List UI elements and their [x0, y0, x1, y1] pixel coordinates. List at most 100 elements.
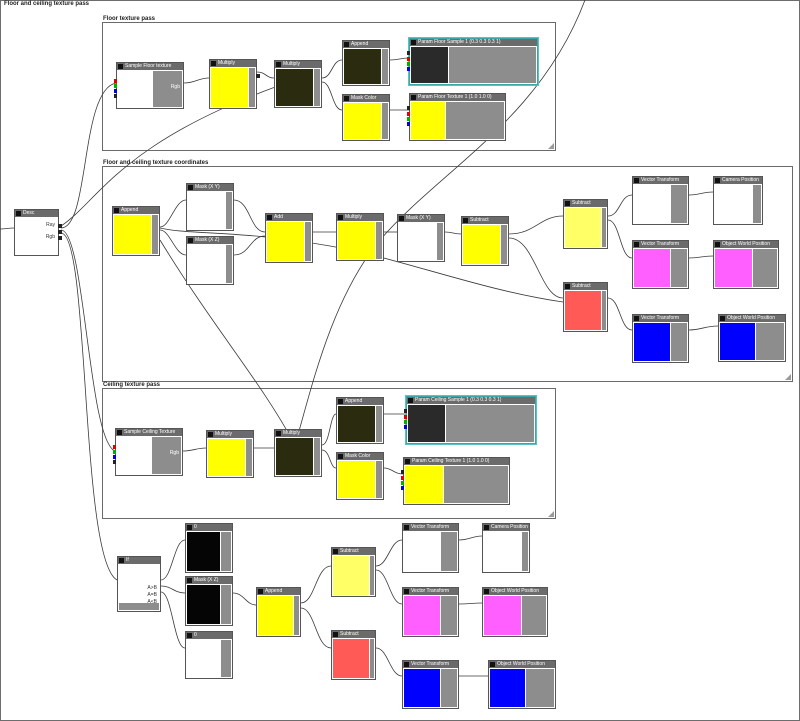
node-title: Mask Color — [351, 95, 377, 101]
node-title: Sample Ceiling Texture — [124, 429, 176, 435]
mask-xz-node[interactable]: Mask (X Z) — [186, 236, 234, 285]
pin-label: Rgb — [45, 234, 55, 240]
node-title: Add — [274, 214, 283, 220]
param-floor-texture-node[interactable]: Param Floor Texture 1 (1.0 1.0 0) — [407, 93, 506, 141]
node-title: Mask Color — [345, 453, 371, 459]
param-floor-sample-node[interactable]: Param Floor Sample 1 (0.3 0.3 0.3 1) — [407, 38, 538, 85]
node-title: Param Floor Sample 1 (0.3 0.3 0.3 1) — [418, 39, 501, 45]
canvas-title: Floor and ceiling texture pass — [4, 1, 90, 7]
node-title: Append — [265, 588, 283, 594]
vector-transform-node[interactable]: Vector Transform — [402, 523, 459, 573]
subtract-node[interactable]: Subtract — [563, 199, 608, 249]
resize-handle[interactable] — [548, 511, 554, 517]
desc-node[interactable]: Desc Ray Rgb — [14, 209, 62, 256]
node-title: Camera Position — [491, 524, 528, 530]
mask-color-node[interactable]: Mask Color — [342, 94, 390, 141]
param-ceiling-sample-node[interactable]: Param Ceiling Sample 1 (0.3 0.3 0.3 1) — [404, 396, 536, 444]
append-node[interactable]: Append — [336, 397, 384, 444]
vector-transform-node[interactable]: Vector Transform — [632, 176, 689, 225]
node-title: Append — [345, 398, 363, 404]
node-title: Mask (X Y) — [195, 184, 220, 190]
node-title: Param Floor Texture 1 (1.0 1.0 0) — [418, 94, 492, 100]
node-title: Multiply — [283, 61, 300, 67]
node-title: Sample Floor texture — [125, 63, 172, 69]
node-title: Vector Transform — [641, 315, 680, 321]
node-title: Subtract — [470, 217, 489, 223]
vector-transform-node[interactable]: Vector Transform — [402, 660, 459, 709]
pin-label: Rgb — [170, 84, 180, 90]
object-world-position-node[interactable]: Object World Position — [718, 314, 786, 362]
sample-floor-texture-node[interactable]: Sample Floor texture Rgb — [114, 62, 184, 109]
object-world-position-node[interactable]: Object World Position — [488, 660, 556, 709]
camera-position-node[interactable]: Camera Position — [713, 176, 763, 225]
node-title: Vector Transform — [411, 524, 450, 530]
node-title: Multiply — [345, 214, 362, 220]
node-title: Subtract — [572, 200, 591, 206]
subtract-node[interactable]: Subtract — [331, 547, 376, 597]
pin-label: A=B — [147, 592, 157, 598]
node-title: Object World Position — [497, 661, 545, 667]
node-title: Append — [121, 207, 139, 213]
node-title: 0 — [194, 632, 197, 638]
node-title: Mask (X Z) — [195, 237, 220, 243]
append-node[interactable]: Append — [256, 587, 301, 637]
node-title: Vector Transform — [411, 588, 450, 594]
object-world-position-node[interactable]: Object World Position — [482, 587, 548, 637]
group-title: Floor texture pass — [103, 16, 156, 22]
multiply-node[interactable]: Multiply — [274, 60, 322, 108]
node-title: Vector Transform — [411, 661, 450, 667]
group-title: Ceiling texture pass — [103, 382, 161, 388]
node-title: Desc — [23, 210, 35, 216]
mask-xy-node[interactable]: Mask (X Y) — [186, 183, 234, 231]
vector-transform-node[interactable]: Vector Transform — [632, 314, 689, 363]
constant-node[interactable]: 0 — [185, 523, 233, 573]
pin-label: Ray — [46, 222, 55, 228]
mask-color-node[interactable]: Mask Color — [336, 452, 384, 500]
mask-xz-node[interactable]: Mask (X Z) — [185, 576, 233, 626]
constant-node[interactable]: 0 — [185, 631, 233, 679]
vector-transform-node[interactable]: Vector Transform — [632, 240, 689, 289]
node-title: Mask (X Y) — [406, 215, 431, 221]
node-title: Vector Transform — [641, 241, 680, 247]
node-title: Subtract — [340, 631, 359, 637]
node-title: Subtract — [340, 548, 359, 554]
multiply-node[interactable]: Multiply — [336, 213, 384, 261]
node-title: Object World Position — [491, 588, 539, 594]
resize-handle[interactable] — [785, 374, 791, 380]
node-title: Camera Position — [722, 177, 759, 183]
append-node[interactable]: Append — [112, 206, 160, 256]
param-ceiling-texture-node[interactable]: Param Ceiling Texture 1 (1.0 1.0 0) — [401, 457, 510, 505]
multiply-node[interactable]: Multiply — [274, 429, 322, 477]
multiply-node[interactable]: Multiply — [206, 430, 254, 478]
node-title: 0 — [194, 524, 197, 530]
resize-handle[interactable] — [548, 143, 554, 149]
add-node[interactable]: Add — [265, 213, 313, 263]
if-node[interactable]: If A>B A=B A<B — [117, 556, 161, 612]
object-world-position-node[interactable]: Object World Position — [713, 240, 779, 289]
group-title: Floor and ceiling texture coordinates — [103, 160, 209, 166]
node-title: Param Ceiling Sample 1 (0.3 0.3 0.3 1) — [415, 397, 502, 403]
node-title: Append — [351, 41, 369, 47]
node-title: Multiply — [218, 60, 235, 66]
node-title: Param Ceiling Texture 1 (1.0 1.0 0) — [412, 458, 490, 464]
pin-label: Rgb — [169, 450, 179, 456]
multiply-node[interactable]: Multiply — [209, 59, 260, 109]
node-title: Object World Position — [722, 241, 770, 247]
pin-label: A<B — [147, 599, 157, 605]
subtract-node[interactable]: Subtract — [563, 282, 608, 332]
mask-xy-node[interactable]: Mask (X Y) — [397, 214, 445, 262]
node-title: Vector Transform — [641, 177, 680, 183]
vector-transform-node[interactable]: Vector Transform — [402, 587, 459, 637]
node-title: If — [126, 557, 129, 563]
append-node[interactable]: Append — [342, 40, 390, 86]
node-title: Mask (X Z) — [194, 577, 219, 583]
pin-label: A>B — [147, 585, 157, 591]
node-title: Object World Position — [727, 315, 775, 321]
subtract-node[interactable]: Subtract — [331, 630, 376, 680]
node-title: Subtract — [572, 283, 591, 289]
subtract-node[interactable]: Subtract — [461, 216, 509, 266]
node-title: Multiply — [215, 431, 232, 437]
camera-position-node[interactable]: Camera Position — [482, 523, 530, 573]
sample-ceiling-texture-node[interactable]: Sample Ceiling Texture Rgb — [113, 428, 183, 476]
node-title: Multiply — [283, 430, 300, 436]
